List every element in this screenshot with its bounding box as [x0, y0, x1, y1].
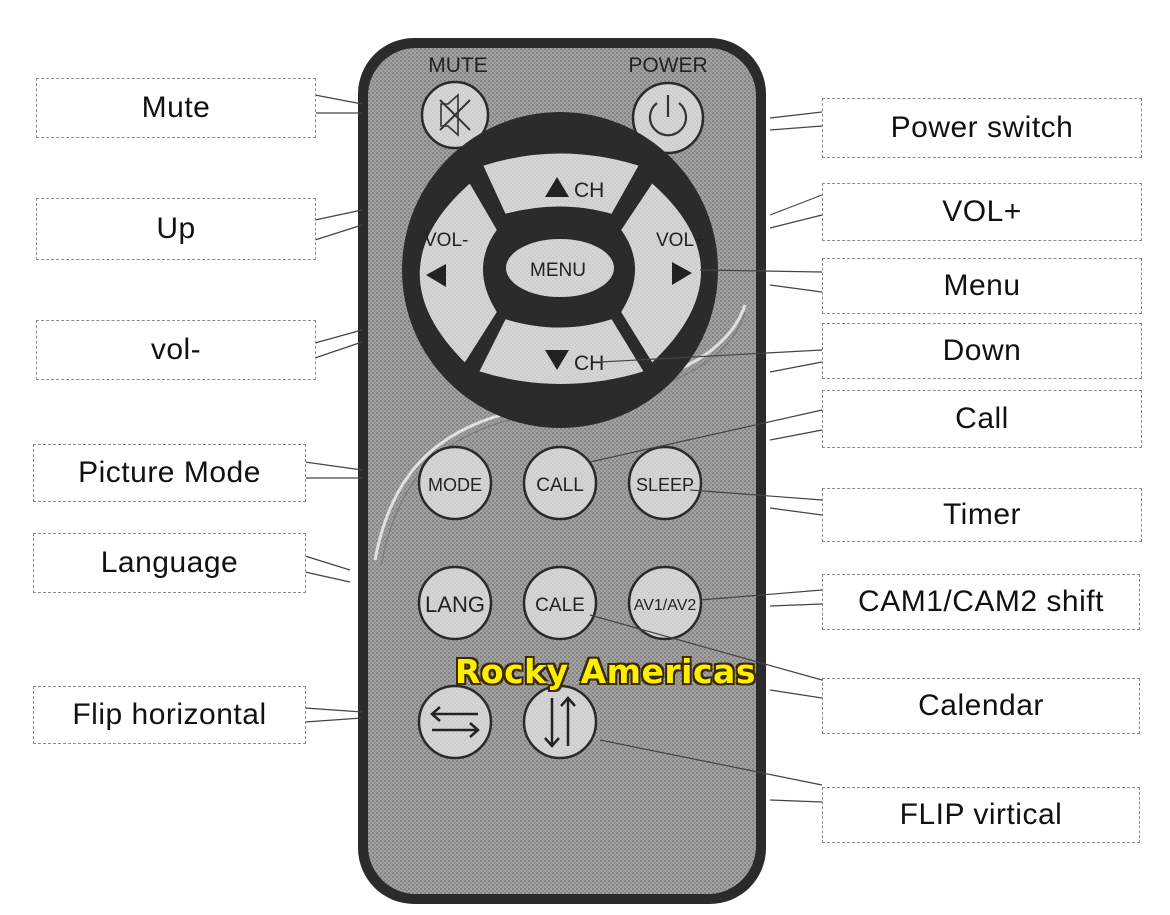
label-calendar: Calendar	[822, 678, 1140, 734]
mode-button[interactable]: MODE	[417, 445, 493, 521]
ch-up-label: CH	[574, 179, 604, 202]
mute-icon	[439, 93, 471, 137]
power-top-label: POWER	[628, 54, 707, 77]
label-language: Language	[33, 533, 306, 593]
label-picture-mode: Picture Mode	[33, 444, 306, 502]
label-flip-horizontal: Flip horizontal	[33, 686, 306, 744]
label-power-switch: Power switch	[822, 98, 1142, 158]
power-icon	[648, 95, 688, 137]
lang-button[interactable]: LANG	[417, 565, 493, 641]
sleep-button[interactable]: SLEEP	[627, 445, 703, 521]
cale-button[interactable]: CALE	[522, 565, 598, 641]
lang-label: LANG	[425, 592, 485, 617]
label-vol-minus: vol-	[36, 320, 316, 380]
flip-vertical-icon	[544, 696, 576, 748]
call-label: CALL	[536, 475, 584, 496]
label-timer: Timer	[822, 488, 1142, 542]
power-button[interactable]	[631, 81, 705, 155]
arrow-left-icon	[426, 264, 446, 287]
cale-label: CALE	[535, 595, 585, 616]
flip-horizontal-button[interactable]	[417, 684, 493, 760]
flip-horizontal-icon	[430, 706, 480, 738]
label-call: Call	[822, 390, 1142, 448]
label-mute: Mute	[36, 78, 316, 138]
mute-top-label: MUTE	[428, 54, 488, 77]
menu-label: MENU	[530, 260, 586, 281]
label-menu: Menu	[822, 258, 1142, 314]
av-label: AV1/AV2	[634, 597, 697, 614]
call-button[interactable]: CALL	[522, 445, 598, 521]
mute-button[interactable]	[420, 80, 490, 150]
dpad	[402, 112, 718, 428]
flip-vertical-button[interactable]	[522, 684, 598, 760]
ch-down-label: CH	[574, 352, 604, 375]
mode-label: MODE	[428, 475, 482, 495]
label-flip-vertical: FLIP virtical	[822, 787, 1140, 843]
vol-plus-button[interactable]	[618, 180, 703, 366]
arrow-right-icon	[672, 262, 692, 285]
vol-plus-label: VOL+	[656, 230, 705, 251]
vol-minus-button[interactable]	[417, 180, 500, 366]
label-up: Up	[36, 198, 316, 260]
menu-button[interactable]	[504, 237, 616, 299]
label-down: Down	[822, 323, 1142, 379]
av-button[interactable]: AV1/AV2	[627, 565, 703, 641]
label-vol-plus: VOL+	[822, 183, 1142, 241]
arrow-up-icon	[545, 177, 569, 197]
vol-minus-label: VOL-	[424, 230, 468, 251]
label-cam-shift: CAM1/CAM2 shift	[822, 574, 1140, 630]
sleep-label: SLEEP	[636, 475, 694, 495]
arrow-down-icon	[545, 350, 569, 370]
watermark: Rocky Americas	[455, 652, 756, 691]
leader-lines	[304, 94, 823, 803]
